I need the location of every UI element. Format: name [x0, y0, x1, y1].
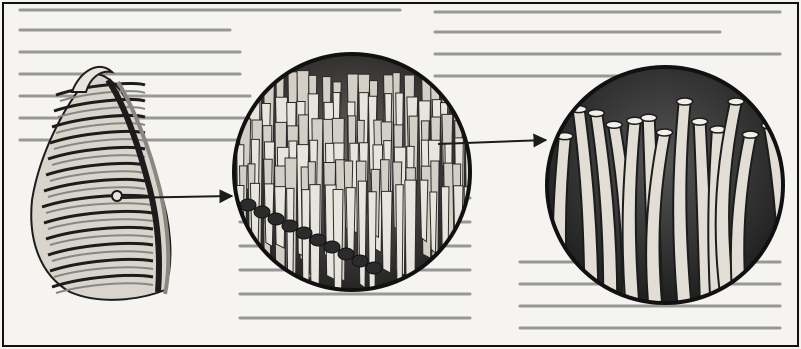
bristle-tips-magnified: [547, 67, 801, 336]
fringe-bristle: [358, 181, 366, 288]
fringe-bristle: [310, 185, 320, 327]
bristle-tube-tip: [588, 110, 604, 117]
bristle-tube-tip: [606, 121, 622, 128]
fringe-base-bump: [268, 213, 284, 225]
bristle-tube-tip: [641, 114, 657, 121]
fringe-base-bump: [310, 234, 326, 246]
pointer-origin: [112, 191, 122, 201]
bristle-tube-tip: [742, 131, 758, 138]
fringe-bristle: [287, 188, 294, 317]
fringe-bristle: [470, 80, 480, 207]
fringe-bristle: [420, 180, 428, 242]
fringe-base-bump: [240, 199, 256, 211]
fringe-base-bump: [324, 241, 340, 253]
bristle-tube-tip: [692, 118, 708, 125]
fringe-base-bump: [338, 248, 354, 260]
baleen-plate-series: [31, 67, 170, 300]
bristle-tube-tip: [776, 127, 792, 134]
bristle-tube-tip: [677, 98, 693, 105]
fringe-bristle: [346, 188, 355, 256]
fringe-base-bump: [282, 220, 298, 232]
fringe-base-bump: [352, 255, 368, 267]
fringe-bristle: [405, 180, 416, 307]
fringe-base-bump: [296, 227, 312, 239]
fringe-base-bump: [254, 206, 270, 218]
bristle-tube-tip: [657, 129, 673, 136]
fringe-bristle: [381, 191, 392, 273]
fringe-bristle: [396, 185, 403, 321]
bristle-tube-tip: [728, 98, 744, 105]
fringe-bristle: [430, 192, 437, 253]
fringe-base-bump: [366, 262, 382, 274]
fringe-bristle: [302, 190, 310, 334]
fringe-magnified: [234, 54, 480, 333]
